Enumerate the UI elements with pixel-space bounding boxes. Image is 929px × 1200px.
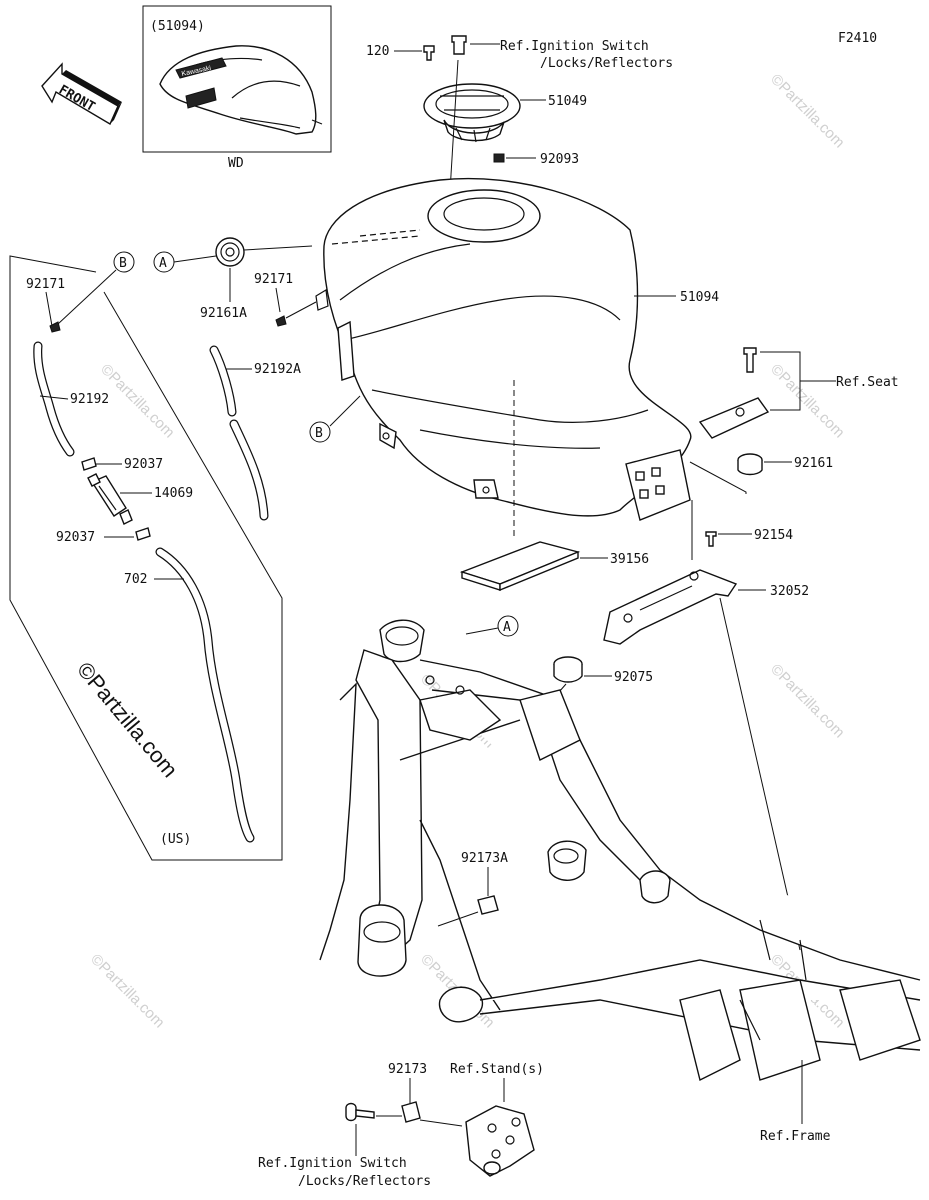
- label-39156: 39156: [610, 552, 649, 567]
- us-caption: (US): [160, 832, 191, 847]
- watermark: ©Partzilla.com: [767, 361, 848, 442]
- seat-mount-parts: [698, 347, 770, 476]
- ref-ignition-bottom-2: /Locks/Reflectors: [298, 1174, 431, 1189]
- stand-bracket: [465, 1105, 535, 1177]
- bracket-32052: [603, 569, 738, 645]
- label-51049: 51049: [548, 94, 587, 109]
- inset-part-number: (51094): [150, 19, 205, 34]
- label-92173A: 92173A: [461, 851, 508, 866]
- ref-frame: Ref.Frame: [760, 1129, 831, 1144]
- tank-decal-illustration: Kawasaki: [159, 45, 323, 135]
- label-92173: 92173: [388, 1062, 427, 1077]
- label-92093: 92093: [540, 152, 579, 167]
- label-51094: 51094: [680, 290, 719, 305]
- pad-39156: [459, 541, 581, 592]
- clip-92171-left: [49, 321, 61, 333]
- ref-ignition-top-1: Ref.Ignition Switch: [500, 39, 649, 54]
- ref-stand: Ref.Stand(s): [450, 1062, 544, 1077]
- inset-panel: (51094) Kawasaki WD: [142, 5, 332, 171]
- label-32052: 32052: [770, 584, 809, 599]
- label-92161A: 92161A: [200, 306, 247, 321]
- ref-ignition-top-2: /Locks/Reflectors: [540, 56, 673, 71]
- front-arrow: FRONT: [41, 62, 122, 126]
- bolt-ignition-top: [451, 35, 467, 55]
- callout-b-tank: [309, 421, 331, 443]
- label-92171-mid: 92171: [254, 272, 293, 287]
- clip-92171-mid: [275, 315, 287, 327]
- fuel-cap-51049: [423, 83, 521, 143]
- figure-code: F2410: [838, 31, 877, 46]
- collar-92173: [401, 1101, 421, 1123]
- grommet-92161A: [215, 237, 245, 267]
- label-92192: 92192: [70, 392, 109, 407]
- watermark: ©Partzilla.com: [767, 71, 848, 152]
- us-variant-panel: (US) B 92171 92192 92037 14069 92037: [9, 251, 283, 861]
- callout-a-lower-letter: A: [503, 620, 511, 635]
- bolt-92154: [705, 531, 717, 547]
- ref-ignition-bottom-1: Ref.Ignition Switch: [258, 1156, 407, 1171]
- grommet-92075: [553, 656, 583, 683]
- damper-92161: [737, 453, 763, 476]
- callout-a-upper-letter: A: [159, 256, 167, 271]
- label-702: 702: [124, 572, 147, 587]
- screw-120: [423, 45, 435, 61]
- label-120: 120: [366, 44, 389, 59]
- callout-b-tank-letter: B: [315, 426, 323, 441]
- label-92075: 92075: [614, 670, 653, 685]
- filter-14069: [87, 473, 133, 525]
- label-92192A: 92192A: [254, 362, 301, 377]
- label-92037-bottom: 92037: [56, 530, 95, 545]
- inset-caption: WD: [228, 156, 244, 171]
- watermark: ©Partzilla.com: [97, 361, 178, 442]
- nut-92093: [493, 153, 505, 163]
- clamp-92037-top: [81, 457, 97, 471]
- label-14069: 14069: [154, 486, 193, 501]
- watermark: ©Partzilla.com: [767, 661, 848, 742]
- frame-illustration: [319, 619, 921, 1082]
- ref-seat: Ref.Seat: [836, 375, 899, 390]
- fuel-tank-51094: [315, 177, 692, 521]
- callout-b-left: [113, 251, 135, 273]
- callout-b-left-letter: B: [119, 256, 127, 271]
- bolt-ignition-bottom: [345, 1102, 375, 1122]
- partzilla-logo: ©Partzilla.com: [72, 657, 183, 782]
- collar-92173A: [477, 895, 499, 915]
- callout-a-lower: [497, 615, 519, 637]
- label-92037-top: 92037: [124, 457, 163, 472]
- clamp-92037-bottom: [135, 527, 151, 541]
- label-92154: 92154: [754, 528, 793, 543]
- label-92171-left: 92171: [26, 277, 65, 292]
- watermark: ©Partzilla.com: [87, 951, 168, 1032]
- label-92161: 92161: [794, 456, 833, 471]
